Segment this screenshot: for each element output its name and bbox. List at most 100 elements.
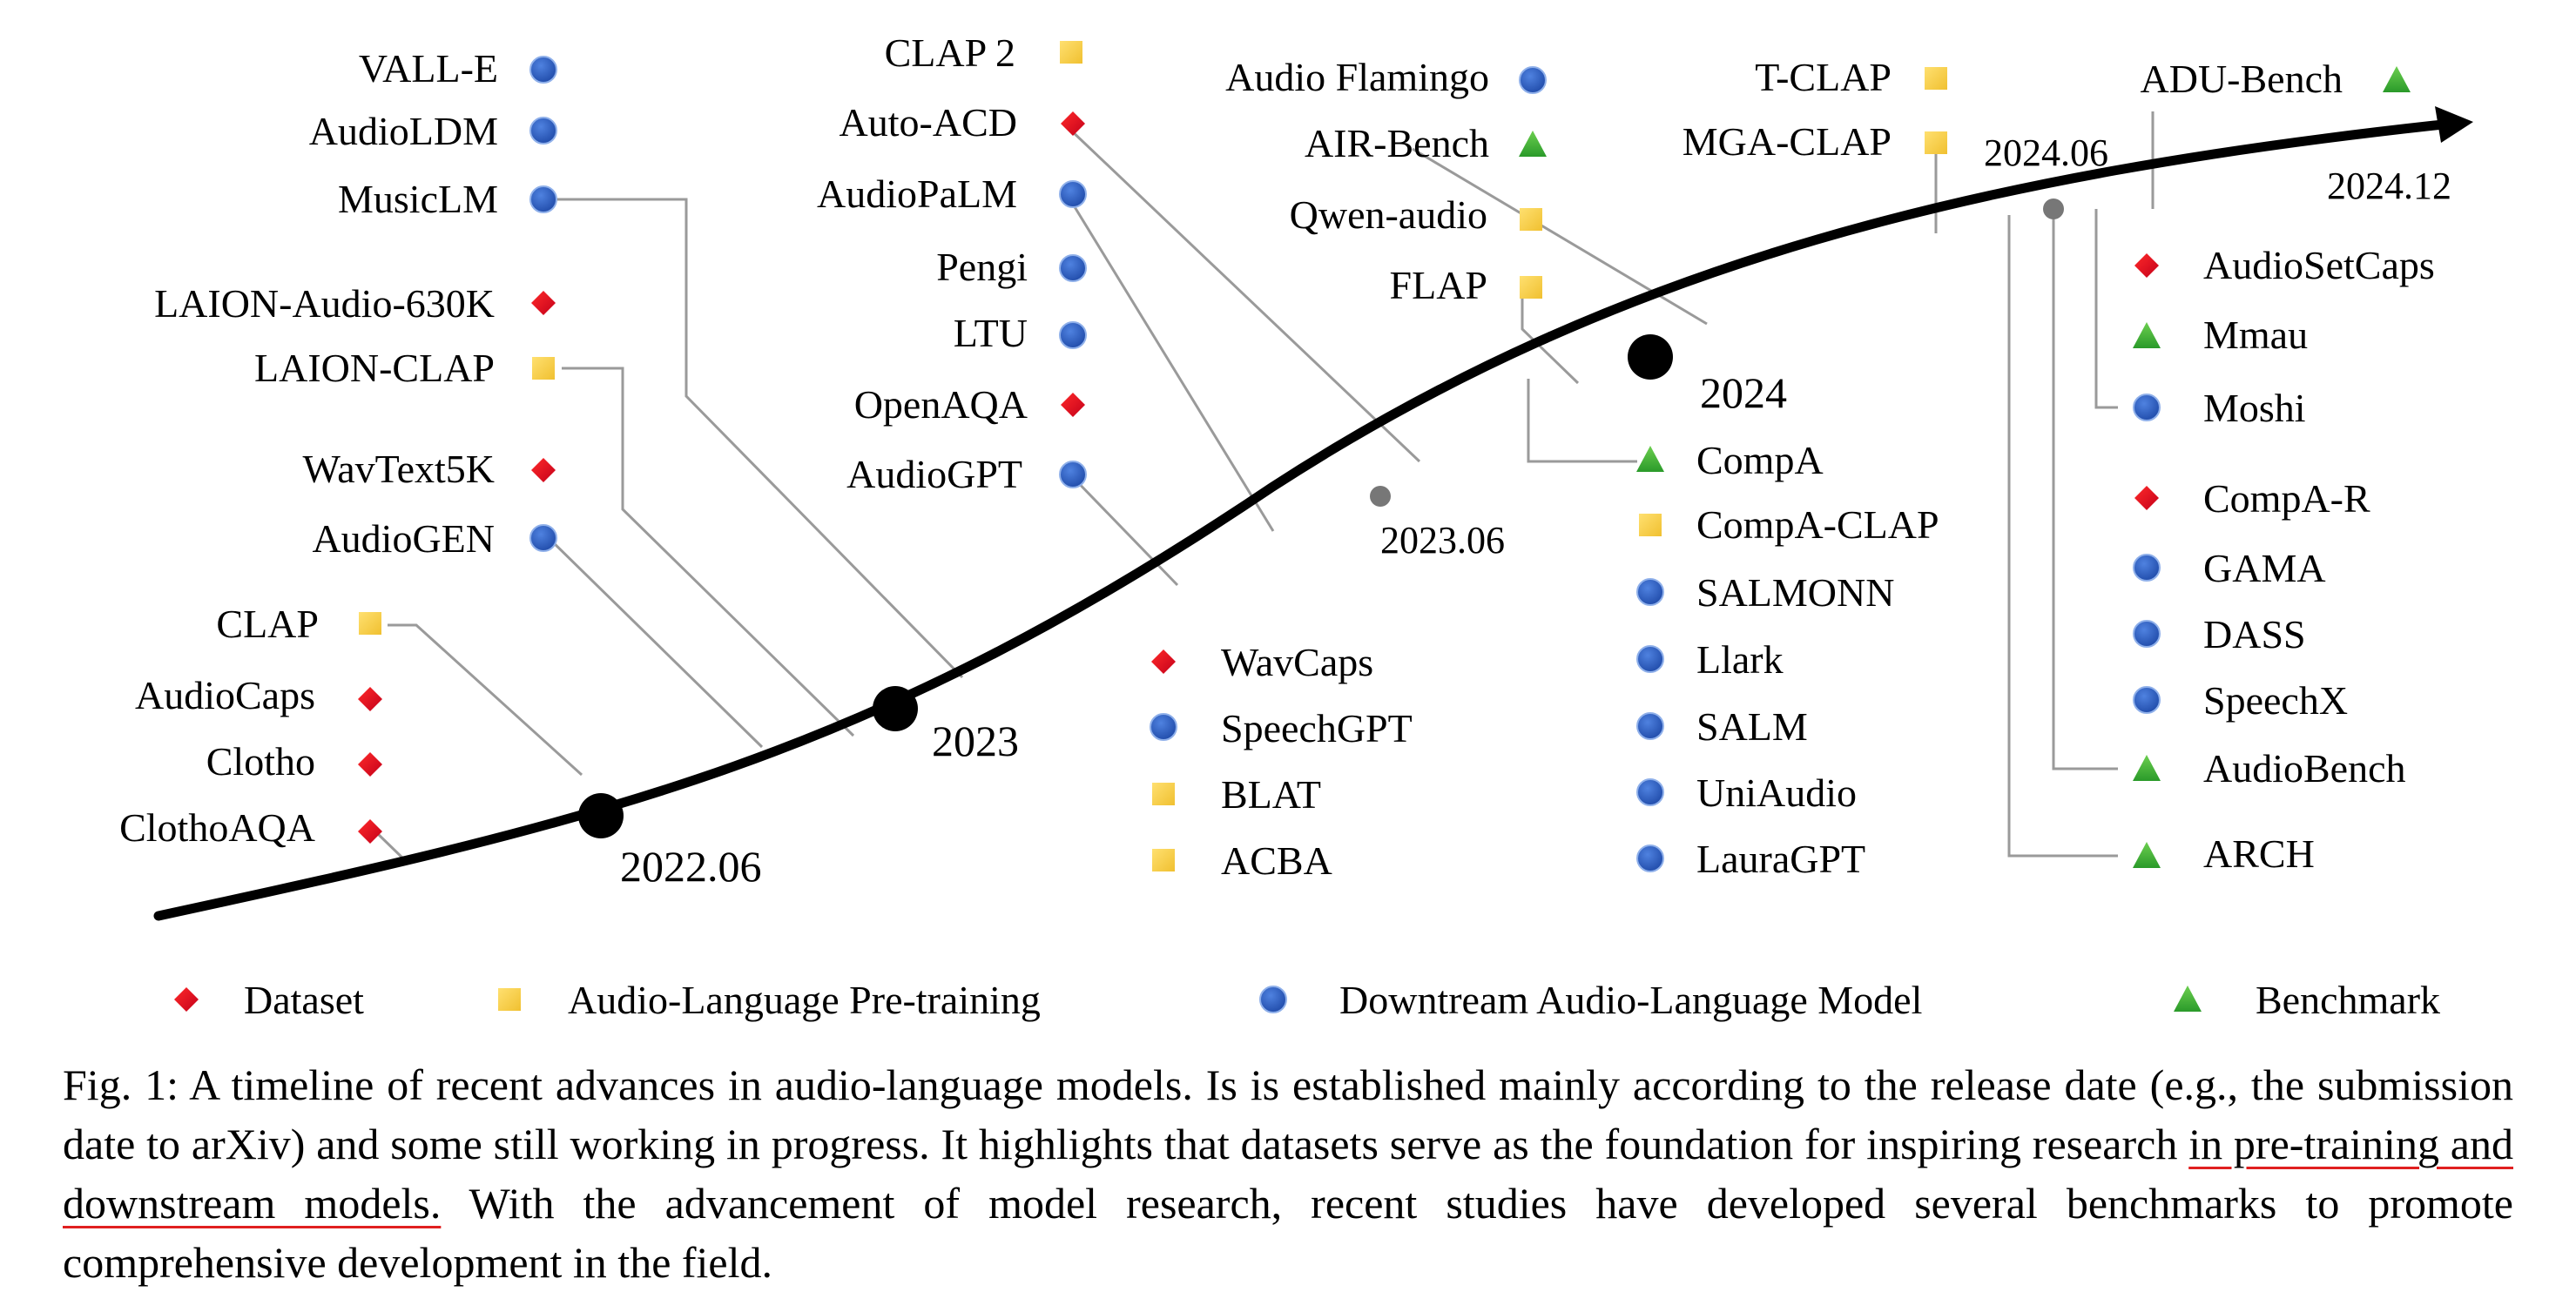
timeline-item: CompA-CLAP [1639,502,1939,547]
downstream-model-marker [1059,254,1087,282]
item-label: AudioGPT [846,452,1022,496]
downstream-model-marker [1150,713,1177,741]
timeline-item: ARCH [2133,831,2315,876]
benchmark-marker [1519,131,1547,157]
downstream-model-marker [2133,394,2161,421]
connector-line [562,367,855,737]
milestone-dot-2022-06 [578,793,624,838]
downstream-model-marker [529,56,557,84]
pretraining-marker [498,988,521,1011]
item-label: AudioLDM [309,109,498,153]
downstream-model-marker [1636,778,1664,806]
dataset-marker [174,987,199,1012]
timeline-item: CompA [1636,438,1824,482]
timeline-item: ADU-Bench [2141,57,2411,101]
item-label: CompA-R [2203,476,2370,521]
timeline-item: ClothoAQA [119,805,382,850]
item-label: CLAP [216,602,319,646]
connector-line [388,623,583,777]
item-label: Pengi [936,245,1028,289]
item-label: AudioPaLM [817,172,1017,216]
downstream-model-marker [1636,712,1664,740]
item-label: DASS [2203,612,2306,656]
benchmark-marker [2174,986,2202,1012]
pretraining-marker [1520,276,1542,299]
timeline-item: Moshi [2133,386,2306,430]
timeline-item: BLAT [1152,772,1321,817]
caption-text: Fig. 1: A timeline of recent advances in… [63,1060,2513,1168]
item-label: T-CLAP [1755,55,1892,99]
connector-line [1065,193,1275,532]
timeline-item: Audio Flamingo [1225,55,1547,99]
item-label: AudioCaps [135,673,315,717]
legend-label: Downtream Audio-Language Model [1339,978,1922,1022]
timeline-item: AudioBench [2133,746,2406,791]
item-label: Llark [1696,637,1784,682]
timeline-item: VALL-E [359,46,557,91]
pretraining-marker [1925,67,1947,90]
connector-line [1067,126,1421,463]
dataset-marker [1061,393,1085,417]
item-group-2023-06: WavCaps SpeechGPT BLAT ACBA [1150,640,1413,883]
item-label: ADU-Bench [2141,57,2343,101]
downstream-model-marker [2133,686,2161,714]
item-label: MGA-CLAP [1682,119,1892,164]
item-label: BLAT [1221,772,1321,817]
pretraining-marker [1639,514,1662,536]
downstream-model-marker [1636,645,1664,673]
downstream-model-marker [1059,461,1087,488]
item-label: CompA [1696,438,1824,482]
caption-text-end: With the advancement of model research, … [63,1179,2513,1287]
timeline-item: GAMA [2133,546,2326,590]
dataset-marker [2134,253,2159,278]
item-label: VALL-E [359,46,498,91]
connector-line [547,536,764,749]
item-label: SpeechGPT [1221,706,1413,750]
timeline-item: Mmau [2133,313,2308,357]
figure-caption: Fig. 1: A timeline of recent advances in… [63,1055,2513,1292]
period-label: 2023 [932,717,1019,765]
period-label: 2024.12 [2327,165,2451,207]
item-label: Mmau [2203,313,2308,357]
dataset-marker [2134,486,2159,510]
item-label: CompA-CLAP [1696,502,1939,547]
timeline-item: SALM [1636,704,1808,749]
downstream-model-marker [1636,845,1664,872]
timeline-item: Pengi [936,245,1087,289]
item-label: OpenAQA [854,382,1028,427]
timeline-item: T-CLAP [1755,55,1947,99]
item-group-2024: CompA CompA-CLAP SALMONN Llark SALM UniA… [1636,438,1939,881]
pretraining-marker [359,612,381,635]
item-label: CLAP 2 [885,30,1015,75]
timeline-arrowhead [2435,106,2473,143]
milestone-dot-2023-06 [1370,486,1391,507]
legend-item: Benchmark [2174,978,2440,1022]
legend-label: Benchmark [2256,978,2440,1022]
legend-label: Dataset [244,978,364,1022]
dataset-marker [358,752,382,777]
benchmark-marker [1636,446,1664,472]
timeline-item: FLAP [1390,263,1542,307]
item-label: Auto-ACD [840,100,1017,145]
item-label: FLAP [1390,263,1487,307]
item-label: AIR-Bench [1305,121,1489,165]
downstream-model-marker [529,117,557,145]
downstream-model-marker [1636,578,1664,606]
benchmark-marker [2383,66,2411,92]
connector-line [2052,209,2118,770]
timeline-item: Llark [1636,637,1784,682]
pretraining-marker [1152,849,1175,871]
milestone-dot-2024 [1628,334,1673,380]
pretraining-marker [1925,131,1947,154]
pretraining-marker [532,357,555,380]
downstream-model-marker [529,524,557,552]
timeline-item: DASS [2133,612,2306,656]
timeline-item: CLAP [216,602,381,646]
downstream-model-marker [2133,620,2161,648]
timeline-item: CLAP 2 [885,30,1082,75]
item-label: AudioGEN [312,516,495,561]
timeline-item: AudioSetCaps [2134,243,2435,287]
item-group-2024-mid: T-CLAP MGA-CLAP ADU-Bench [1682,55,2411,164]
legend-item: Dataset [174,978,364,1022]
pretraining-marker [1060,41,1082,64]
